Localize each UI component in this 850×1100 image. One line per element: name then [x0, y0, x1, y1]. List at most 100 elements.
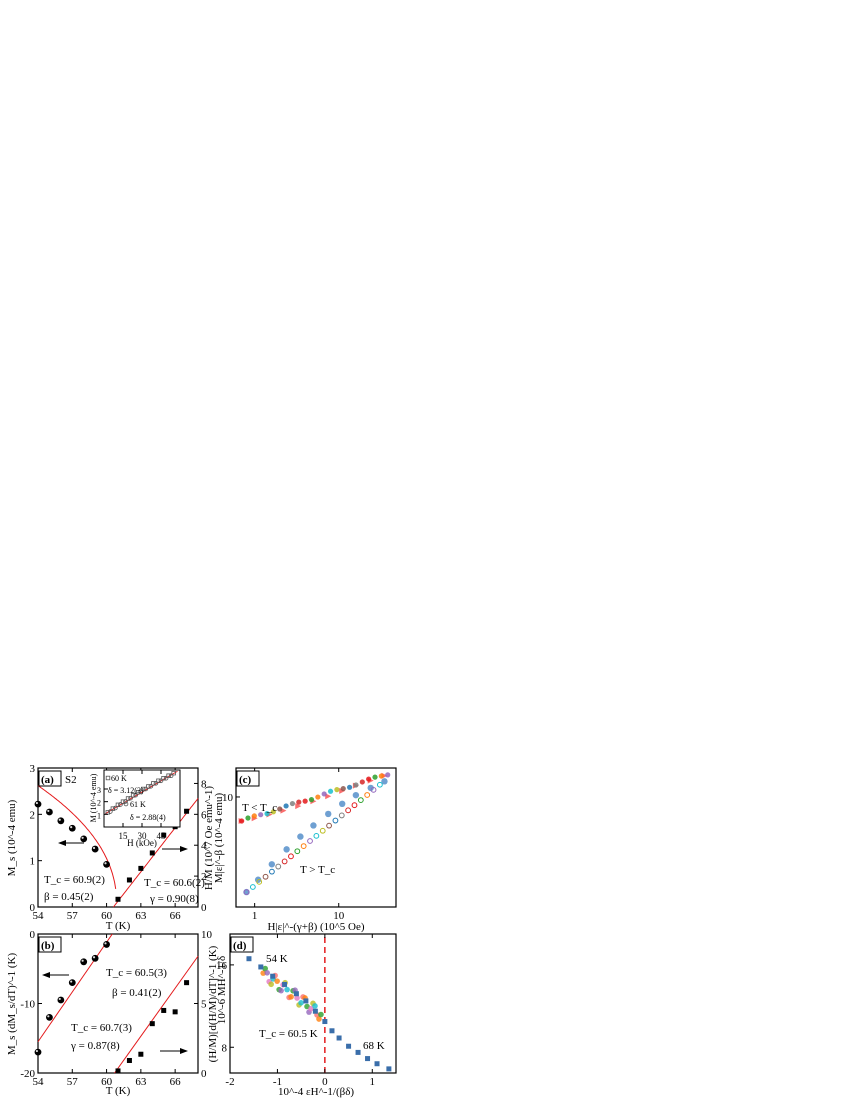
inset-point-60k [141, 786, 146, 792]
inset-delta-60k: δ = 3.12(3) [108, 786, 144, 795]
inset-point-61k [163, 775, 169, 781]
inset-point-60k [115, 802, 121, 808]
panel-c-above-cluster-point [370, 786, 377, 793]
panel-d-cluster-point [298, 1000, 304, 1006]
panel-a-ms-point-highlight [81, 836, 84, 839]
panel-c-below-cluster-point [378, 773, 384, 779]
panel-b-right-ytick-label: 0 [201, 1068, 207, 1080]
panel-d-tag-box [230, 936, 254, 953]
panel-c-below-cluster-point [321, 791, 327, 797]
panel-c-marks [238, 772, 391, 896]
panel-a-left-ytick-label: 2 [30, 809, 36, 821]
panel-b-kf-left-point [68, 979, 76, 987]
panel-a-hm-point [115, 896, 121, 902]
inset-point-61k [158, 778, 164, 784]
panel-d-xtick-label: 1 [370, 1076, 376, 1088]
panel-c-above-cluster-point [307, 838, 313, 844]
inset-xlabel: H (kOe) [127, 838, 157, 848]
panel-c-below-cluster-point [258, 812, 264, 818]
panel-b-xtick-label: 60 [101, 1076, 113, 1088]
panel-d-cluster-point [312, 1003, 318, 1009]
panel-d-scaling-point [303, 998, 309, 1004]
inset-point-60k [130, 793, 136, 798]
panel-c-above-point [352, 791, 360, 799]
panel-c-above-cluster-point [364, 792, 371, 798]
panel-c-label-above: T > T_c [300, 864, 335, 876]
panel-a-left-arrowhead [58, 840, 66, 846]
panel-c-below-cluster-point [264, 811, 270, 817]
panel-b-tc-bottom: T_c = 60.7(3) [71, 1022, 132, 1034]
panel-d-label-68k: 68 K [363, 1040, 385, 1052]
panel-b-right-fit-line [114, 955, 199, 1074]
panel-a-right-ytick-label: 4 [201, 840, 207, 852]
inset-point-60k [156, 778, 161, 783]
panel-d-frame [229, 933, 397, 1074]
panel-b-right-arrowhead [180, 1048, 188, 1054]
panel-c-above-cluster-point [300, 843, 307, 850]
panel-b-xtick-label: 66 [170, 1076, 182, 1088]
panel-c-above-point [367, 784, 374, 792]
panel-c-below-cluster-point [385, 772, 391, 778]
panel-b-tag: (b) [41, 940, 55, 952]
panel-b-left-fit-line [37, 933, 113, 1043]
panel-c-below-cluster-point [302, 798, 308, 804]
panel-d-scaling-point [355, 1049, 361, 1055]
panel-d-cluster-point [318, 1011, 324, 1018]
inset-point-60k [161, 776, 166, 781]
panel-c-above-point [268, 861, 276, 868]
panel-b-kf-left-point [91, 954, 99, 962]
panel-c-label-below: T < T_c [242, 802, 277, 814]
panel-c-below-cluster-point [372, 774, 378, 780]
panel-b-kf-right-point [115, 1068, 121, 1074]
panel-a-xtick-label: 60 [101, 910, 113, 922]
panel-b-kf-left-point [34, 1048, 42, 1056]
panel-b-tc-top: T_c = 60.5(3) [106, 967, 167, 979]
panel-d-ylabel: 10^-6 MH^-1/δ [216, 956, 228, 1024]
panel-a-ms-point-highlight [104, 862, 107, 865]
panel-d-cluster-point [294, 995, 300, 1001]
inset-point-60k [110, 806, 116, 811]
inset-point-60k [125, 796, 131, 801]
panel-d-scaling-point [386, 1066, 392, 1072]
panel-b-kf-left-point [80, 958, 88, 966]
panel-c-above-cluster-point [275, 863, 282, 870]
panel-a-hm-point [138, 865, 144, 871]
panel-d-scaling-point [282, 981, 288, 987]
panel-c-below-cluster-point [245, 815, 251, 821]
panel-a-right-ytick-label: 8 [201, 778, 207, 790]
panel-b-kf-right-point [126, 1057, 132, 1063]
panel-a-ms-point-highlight [47, 809, 50, 813]
panel-d-xlabel: 10^-4 εH^-1/(βδ) [278, 1086, 354, 1098]
panel-a-right-fit-line [113, 798, 199, 908]
panel-b-ylabel-right: (H/M)[d(H/M)/dT]^-1 (K) [207, 945, 219, 1062]
panel-a-right-ytick-label: 0 [201, 902, 207, 914]
inset-point-60k [146, 784, 151, 789]
panel-b-kf-left-point [46, 1014, 53, 1021]
panel-c-frame [235, 767, 397, 908]
panel-a-right-ytick-label: 6 [201, 809, 207, 821]
panel-c-below-cluster-point [251, 813, 257, 819]
panel-c-above-cluster-point [345, 807, 352, 814]
panel-b-kf-left-point-highlight [35, 1049, 39, 1053]
panel-a-xtick-label: 63 [135, 910, 147, 922]
inset-xtick-label: 45 [157, 831, 167, 841]
panel-b-xtick-label: 57 [67, 1076, 79, 1088]
panel-c-above-point [381, 778, 388, 785]
panel-c-above-point [339, 800, 346, 808]
panel-b-left-arrowhead [42, 972, 50, 978]
panel-d-tag: (d) [233, 940, 247, 952]
panel-c-below-cluster-point [327, 788, 334, 794]
panel-d-xtick-label: 0 [322, 1076, 328, 1088]
panel-c-above-cluster-point [294, 848, 301, 855]
panel-c-above-cluster-point [262, 873, 269, 880]
inset-point-60k [120, 799, 126, 804]
panel-b-kf-left-point-highlight [47, 1015, 50, 1018]
panel-b-kf-right-point [184, 980, 190, 986]
panel-b-kf-right-point [149, 1021, 155, 1027]
panel-a-left-ytick-label: 0 [30, 902, 36, 914]
inset-point-61k [153, 780, 159, 786]
panel-c-ylabel: M|ε|^-β (10^-4 emu) [213, 793, 225, 884]
panel-c-xlabel: H|ε|^-(γ+β) (10^5 Oe) [267, 921, 364, 933]
panel-c-above-cluster-point [319, 827, 326, 834]
